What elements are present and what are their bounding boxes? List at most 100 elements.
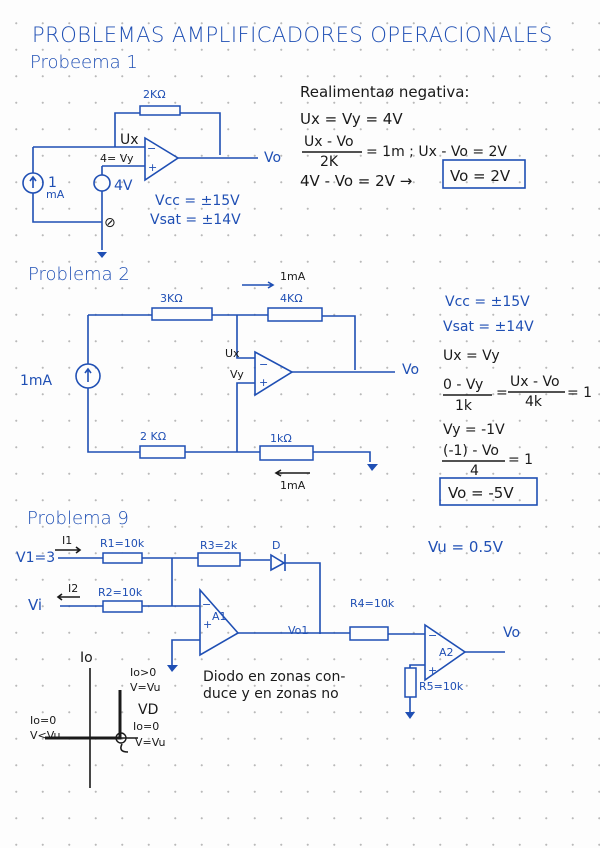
resistor-r5: [404, 667, 417, 698]
label: 3KΩ: [160, 292, 183, 305]
ground-icon: [367, 464, 378, 471]
label: Vsat = ±14V: [150, 212, 241, 228]
fraction-bar: [443, 391, 565, 396]
minus-sign: −: [202, 598, 211, 611]
equation: 4V - Vo = 2V →: [300, 172, 412, 190]
label: Io=0: [30, 714, 56, 727]
label: 1mA: [280, 270, 306, 283]
equation: Vcc = ±15V: [445, 294, 530, 310]
wire: [32, 146, 145, 250]
label: Vo: [264, 150, 281, 166]
equation: = 1m ; Ux - Vo = 2V: [366, 144, 507, 160]
label: 1: [48, 175, 57, 191]
label: A1: [212, 610, 227, 623]
page-title: PROBLEMAS AMPLIFICADORES OPERACIONALES: [32, 23, 553, 47]
arrow-left-icon: [56, 593, 80, 601]
label: V=Vu: [130, 681, 161, 694]
label: Vi: [28, 596, 42, 614]
label: 4V: [114, 178, 133, 194]
ground-icon: [167, 665, 178, 672]
wire: [58, 557, 505, 712]
note: duce y en zonas no: [203, 686, 339, 702]
opamp: [254, 350, 294, 397]
equation: = 1: [508, 452, 533, 468]
equation: 4k: [525, 394, 543, 410]
equation: 1k: [455, 398, 473, 414]
arrow-up-icon: [84, 367, 92, 382]
label: R2=10k: [98, 586, 143, 599]
resistor-r3: [197, 552, 241, 567]
plus-sign: +: [259, 376, 268, 389]
knee-point: [115, 732, 127, 744]
equation: 2K: [320, 154, 339, 170]
equation: Vsat = ±14V: [443, 319, 534, 335]
arrow-left-icon: [274, 469, 310, 477]
plus-sign: +: [428, 664, 437, 677]
label: Vy: [230, 368, 244, 381]
axis-label: Io: [80, 650, 93, 666]
label: A2: [439, 646, 454, 659]
label: Vu = 0.5V: [428, 538, 504, 556]
label: 2 KΩ: [140, 430, 166, 443]
problem-1-circuit: 2KΩ Ux 4= Vy − + 1 mA 4V ⊘ Vo Vcc = ±15V…: [22, 88, 281, 258]
label: I1: [62, 534, 72, 547]
result: Vo = 2V: [450, 167, 511, 185]
result-box: [442, 159, 526, 189]
opamp-a1: [199, 587, 240, 657]
label: 4KΩ: [280, 292, 303, 305]
label: mA: [46, 188, 65, 201]
plus-sign: +: [148, 161, 157, 174]
label: Vo: [402, 362, 419, 378]
label: V=Vu: [135, 736, 166, 749]
opamp: [144, 136, 180, 182]
minus-sign: −: [428, 629, 437, 642]
result-box: [439, 477, 538, 506]
pointer-arrow: [120, 743, 129, 753]
diode-iv-graph: Io VD Io>0 V=Vu Io=0 V<Vu Io=0 V=Vu: [30, 650, 166, 788]
arrow-up-icon: [29, 175, 37, 188]
ground-icon: [97, 252, 107, 258]
axes: [45, 668, 138, 788]
label: ⊘: [104, 215, 116, 231]
label: R5=10k: [419, 680, 464, 693]
label: R4=10k: [350, 597, 395, 610]
equation: Vy = -1V: [443, 422, 505, 438]
label: V1=3: [16, 550, 55, 566]
label: Ux: [120, 132, 139, 148]
problem-9-heading: Problema 9: [27, 508, 129, 529]
label: Io=0: [133, 720, 159, 733]
voltage-source-icon: [93, 174, 111, 192]
minus-sign: −: [147, 142, 156, 155]
current-source-icon: [75, 363, 101, 389]
equation: Realimentaø negativa:: [300, 83, 470, 101]
resistor-3k: [151, 307, 213, 321]
label: I2: [68, 582, 78, 595]
label: 2KΩ: [143, 88, 166, 101]
wire: [87, 281, 395, 462]
problem-2-circuit: 1mA 3KΩ 4KΩ 2 KΩ 1kΩ 1mA Ux Vy − + Vo 1m…: [20, 270, 419, 492]
equation: = 1: [567, 385, 592, 401]
axis-label: VD: [138, 702, 158, 718]
plus-sign: +: [203, 618, 212, 631]
equation: 0 - Vy: [443, 377, 483, 393]
label: Ux: [225, 347, 240, 360]
resistor-2k: [139, 445, 186, 459]
resistor-1k: [259, 445, 314, 461]
label: 4= Vy: [100, 152, 134, 165]
equation: Ux = Vy = 4V: [300, 110, 403, 128]
resistor-r2: [102, 600, 143, 613]
opamp-a2: [424, 623, 467, 682]
ground-icon: [405, 712, 415, 719]
label: Io>0: [130, 666, 156, 679]
problem-9-circuit: V1=3 I1 R1=10k R3=2k D Vi I2 R2=10k − + …: [16, 534, 520, 719]
minus-sign: −: [259, 358, 268, 371]
equation: (-1) - Vo: [443, 443, 499, 459]
equation: Ux - Vo: [510, 374, 560, 390]
current-source-icon: [22, 172, 44, 194]
equation: 4: [470, 463, 479, 479]
label: Vcc = ±15V: [155, 193, 240, 209]
equation: Ux - Vo: [304, 134, 354, 150]
label: 1mA: [20, 373, 53, 389]
